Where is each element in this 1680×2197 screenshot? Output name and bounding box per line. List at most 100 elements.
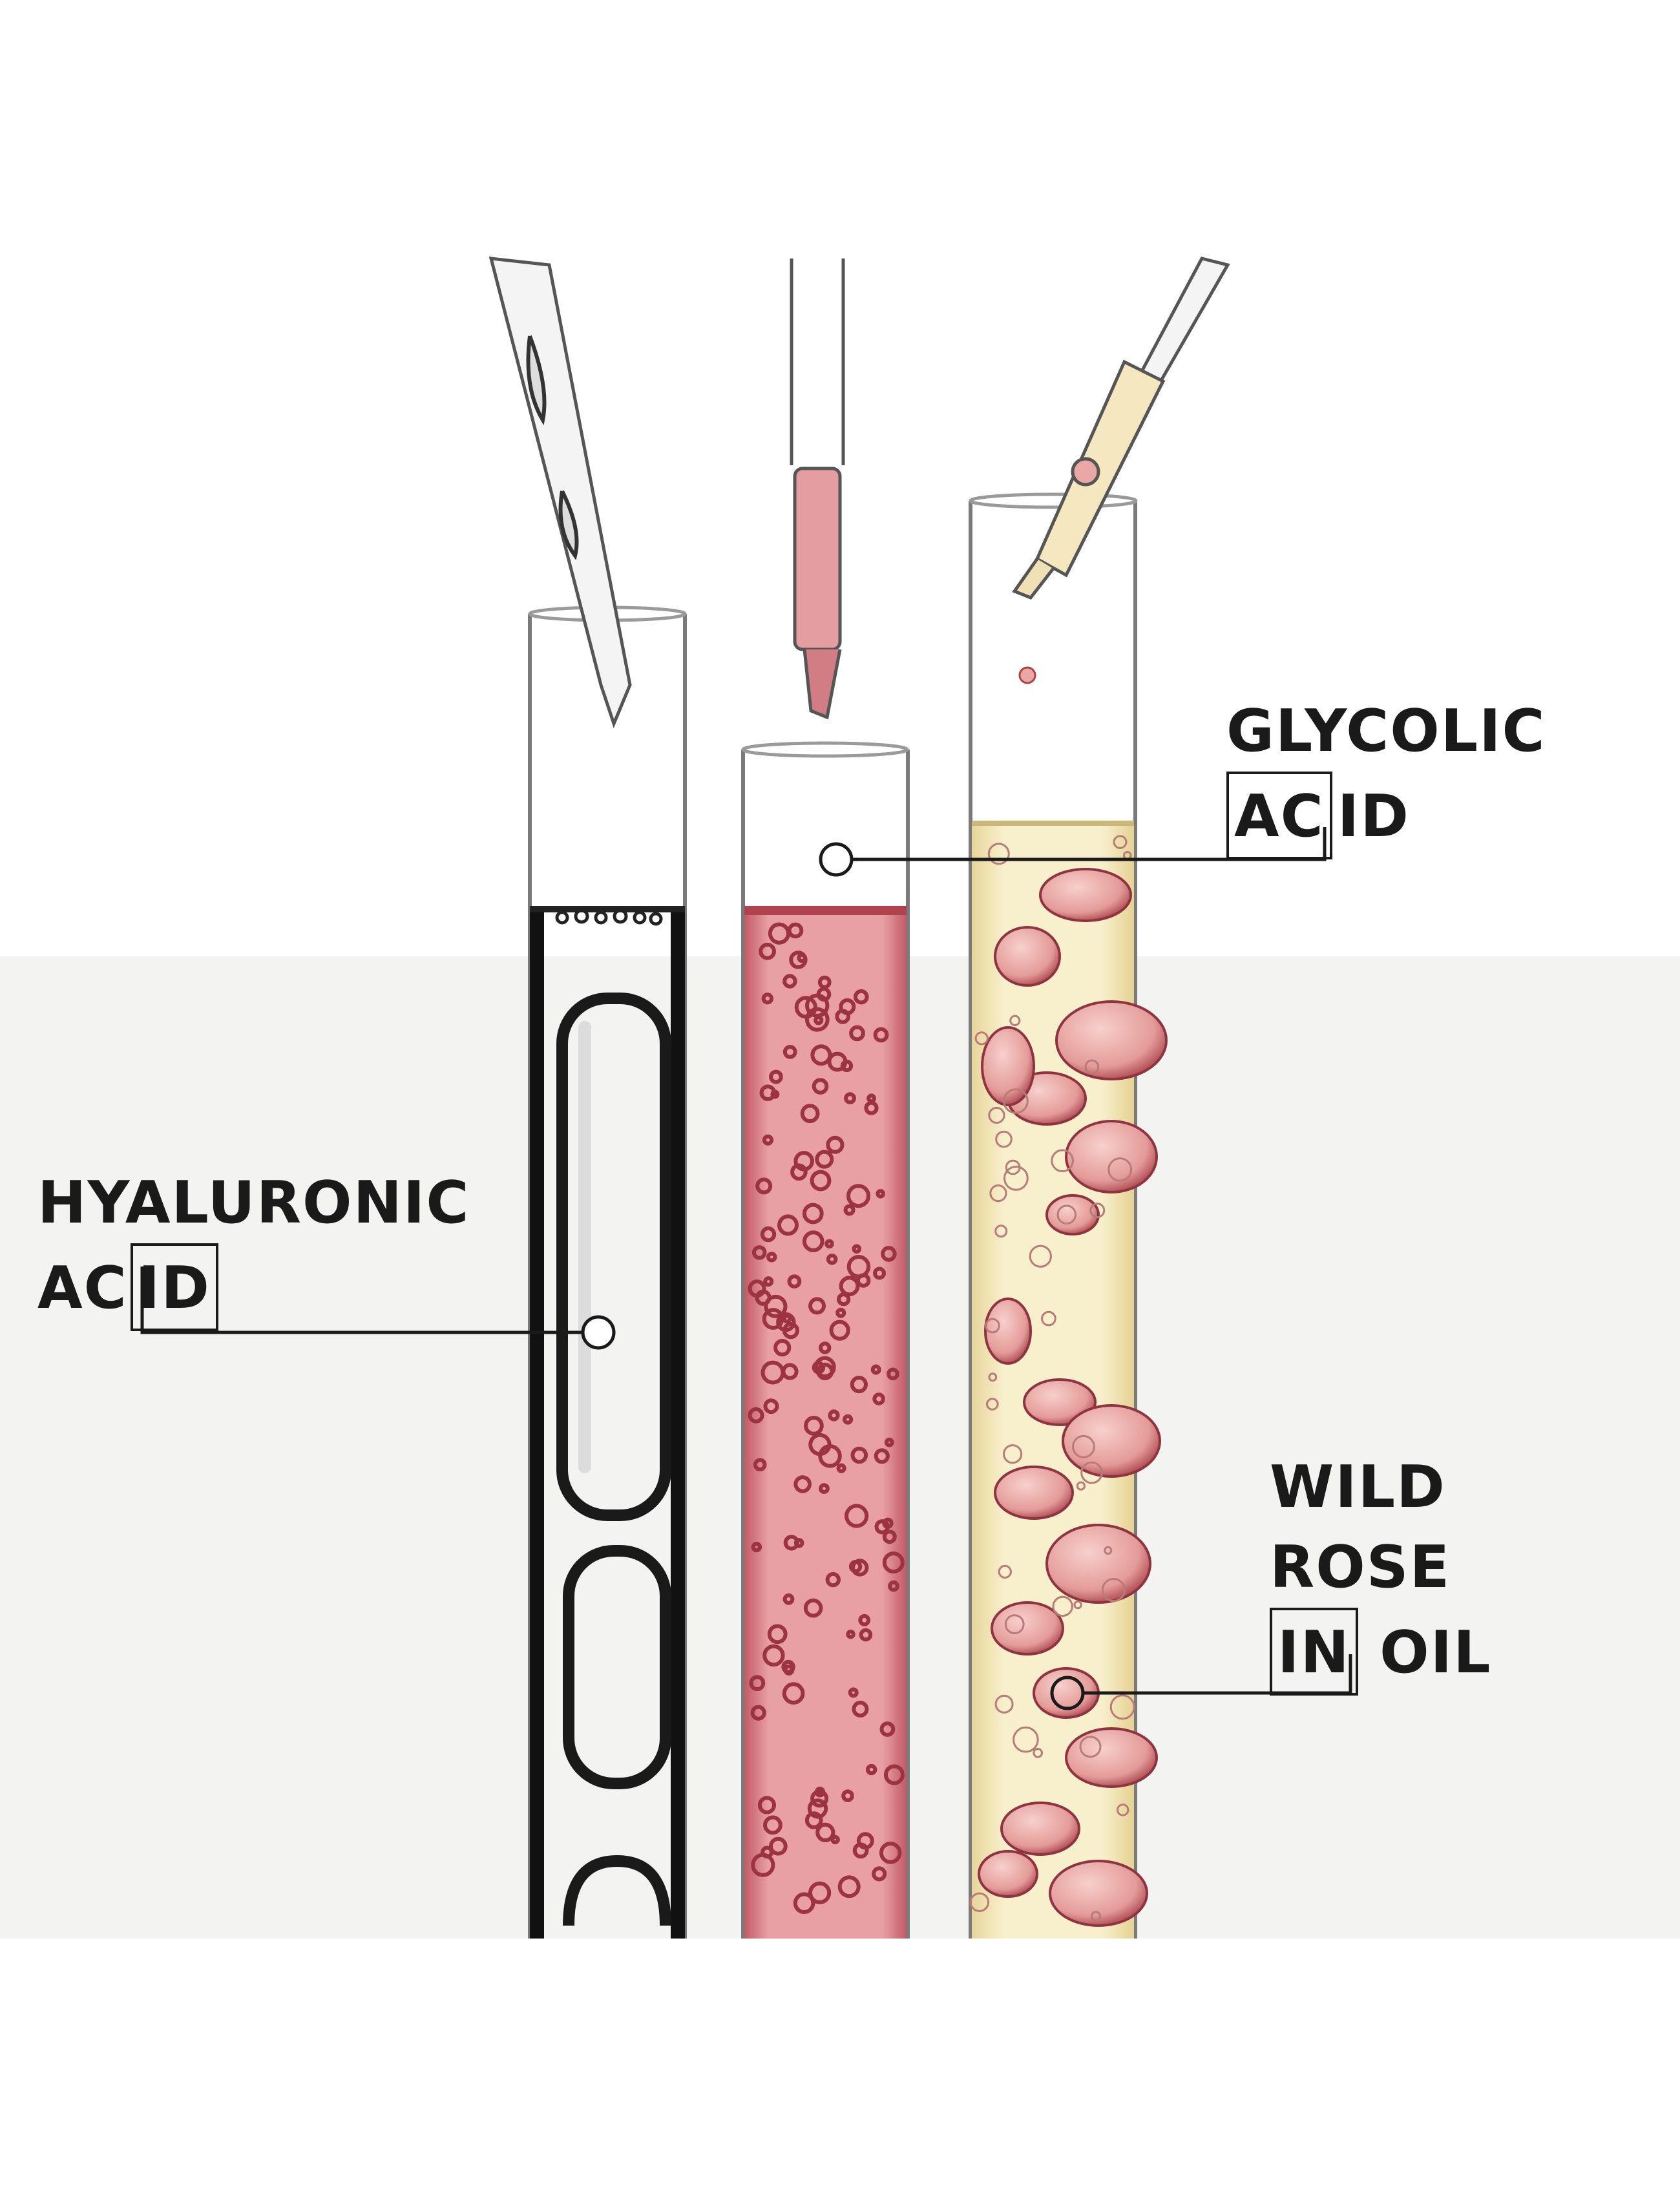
serum-bubble — [777, 1214, 799, 1236]
serum-bubble — [805, 993, 830, 1018]
serum-bubble — [854, 989, 869, 1005]
oil-bubble — [1041, 1310, 1056, 1327]
serum-bubble — [767, 1624, 788, 1645]
serum-bubble — [829, 1319, 850, 1341]
oil-bubble — [974, 1031, 989, 1046]
serum-bubble — [783, 1535, 800, 1551]
label-glycolic-plain: ID — [1337, 783, 1410, 850]
oil-bubble — [1089, 1203, 1106, 1219]
oil-bubble — [1051, 1149, 1074, 1173]
serum-bubble — [824, 1239, 834, 1249]
serum-bubble — [827, 1051, 848, 1072]
serum-bubble — [759, 1084, 777, 1101]
serum-bubble — [887, 1367, 899, 1381]
label-glycolic-line1: GLYCOLIC — [1226, 697, 1546, 765]
serum-bubble — [858, 1614, 871, 1626]
gel-pill — [556, 993, 671, 1521]
serum-bubble — [872, 1393, 885, 1405]
serum-bubble — [751, 1542, 762, 1553]
serum-bubble — [850, 1376, 868, 1394]
tube-hyaluronic — [528, 605, 687, 1939]
serum-bubble — [859, 1628, 873, 1642]
label-wild-rose-boxed: IN — [1270, 1608, 1358, 1696]
serum-bubble — [826, 1135, 845, 1154]
serum-bubble — [850, 1446, 868, 1464]
pipette-middle — [790, 258, 845, 720]
serum-bubble — [884, 1437, 894, 1447]
serum-bubble — [814, 1786, 826, 1798]
serum-bubble — [808, 1297, 826, 1315]
pipette-left — [488, 257, 632, 729]
serum-bubble — [810, 1170, 832, 1192]
oil-bubble — [1104, 1546, 1113, 1555]
serum-bubble — [835, 1307, 846, 1318]
oil-bubble — [988, 1372, 998, 1382]
serum-bubble — [787, 922, 804, 939]
serum-bubbles — [748, 922, 905, 1914]
serum-bubble — [865, 1763, 877, 1776]
serum-bubble — [836, 1463, 846, 1473]
oil-bubble — [988, 1106, 1005, 1124]
callout-hyaluronic — [140, 1267, 616, 1350]
oil-bubble — [1072, 1435, 1095, 1458]
oil-droplet — [1039, 868, 1132, 922]
serum-bubble — [762, 1134, 774, 1146]
serum-bubble — [839, 1276, 860, 1297]
oil-bubble — [1091, 1911, 1102, 1922]
oil-droplet — [1023, 1378, 1097, 1426]
oil-bubble — [987, 843, 1010, 865]
oil-bubble — [1080, 1461, 1103, 1484]
serum-bubble — [848, 1687, 859, 1698]
serum-bubble — [841, 1789, 854, 1802]
serum-bubble — [787, 1274, 802, 1288]
serum-bubble — [872, 1866, 887, 1882]
serum-bubble — [750, 1705, 766, 1721]
oil-bubble — [1056, 1204, 1077, 1225]
serum-bubble — [763, 1815, 782, 1835]
oil-droplet — [1049, 1860, 1148, 1927]
serum-bubble — [864, 1100, 879, 1115]
serum-bubble — [755, 1177, 773, 1195]
oil-bubble — [1033, 1748, 1043, 1758]
oil-bubble — [1013, 1726, 1039, 1753]
serum-bubble — [802, 1203, 824, 1225]
serum-bubble — [826, 1254, 838, 1265]
oil-bubble — [1113, 835, 1128, 849]
serum-bubble — [846, 1629, 856, 1639]
serum-bubble — [873, 1027, 889, 1043]
serum-bubble — [794, 996, 817, 1019]
oil-bubble — [994, 1694, 1014, 1714]
callout-glycolic — [819, 827, 1327, 877]
oil-bubble — [1003, 1088, 1029, 1114]
oil-droplet — [1000, 1802, 1080, 1856]
serum-bubble — [753, 1458, 767, 1471]
tube-oil — [969, 492, 1168, 1939]
serum-bubble — [874, 1448, 890, 1464]
serum-bubble — [883, 1764, 905, 1785]
label-hyaluronic-plain: AC — [37, 1254, 128, 1322]
serum-bubble — [843, 1204, 856, 1216]
serum-bubble — [800, 1104, 820, 1124]
oil-droplet — [978, 1850, 1038, 1898]
serum-bubble — [757, 1796, 777, 1814]
serum-bubble — [846, 1184, 870, 1208]
gel-pill — [563, 1545, 671, 1789]
serum-bubble — [759, 942, 776, 960]
oil-bubble — [1108, 1157, 1133, 1182]
serum-bubble — [782, 1045, 797, 1059]
oil-bubble — [1003, 1166, 1029, 1191]
oil-droplet — [994, 926, 1061, 987]
serum-bubble — [810, 1044, 832, 1066]
serum-bubble — [793, 1475, 812, 1493]
label-hyaluronic-line1: HYALURONIC — [37, 1169, 470, 1237]
serum-bubble — [749, 1675, 766, 1692]
pipette-right — [1012, 257, 1230, 600]
oil-bubble — [969, 1892, 990, 1913]
serum-bubble — [762, 1644, 785, 1667]
serum-bubble — [804, 1811, 823, 1829]
serum-bubble — [782, 1593, 795, 1605]
serum-bubble — [844, 1092, 856, 1104]
oil-bubble — [1117, 1803, 1129, 1816]
